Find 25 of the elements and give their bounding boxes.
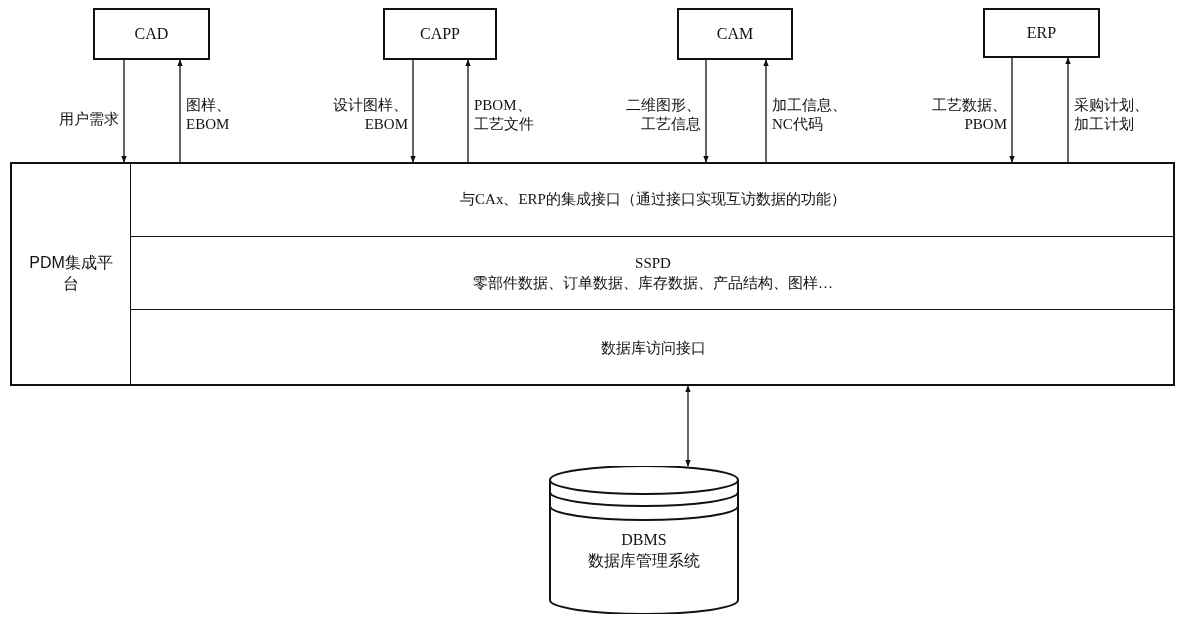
arrow: [177, 59, 183, 163]
database-cylinder: [548, 466, 740, 614]
edge-label: 二维图形、工艺信息: [623, 96, 701, 134]
arrow: [763, 59, 769, 163]
platform-label: PDM集成平台: [28, 253, 114, 294]
row-label: 零部件数据、订单数据、库存数据、产品结构、图样…: [473, 274, 833, 293]
database-label: 数据库管理系统: [588, 550, 700, 571]
arrow: [410, 59, 416, 163]
arrow: [1009, 57, 1015, 163]
row-label: 与CAx、ERP的集成接口（通过接口实现互访数据的功能）: [460, 189, 846, 209]
arrow: [121, 59, 127, 163]
data-row: [130, 237, 1175, 310]
arrow: [703, 59, 709, 163]
system-box: ERP: [983, 8, 1100, 58]
platform-box: [10, 162, 1175, 386]
arrow: [685, 385, 691, 467]
database-title: DBMS: [621, 530, 667, 550]
row-label: 数据库访问接口: [600, 338, 706, 358]
interface-row: [130, 162, 1175, 237]
system-box: CAPP: [383, 8, 497, 60]
row-title: SSPD: [635, 253, 671, 273]
system-box: CAM: [677, 8, 793, 60]
arrow: [1065, 57, 1071, 163]
arrow: [465, 59, 471, 163]
system-box: CAD: [93, 8, 210, 60]
